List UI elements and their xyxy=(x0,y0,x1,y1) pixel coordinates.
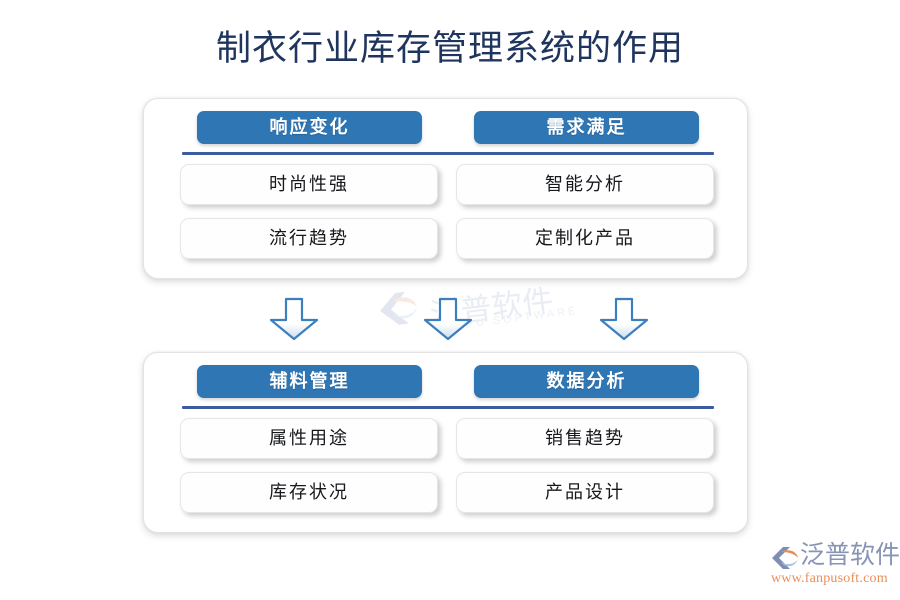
panel-bottom-content: 辅料管理 数据分析 属性用途 库存状况 销售趋势 产品设计 xyxy=(144,353,749,534)
panel-top: 响应变化 需求满足 时尚性强 流行趋势 智能分析 定制化产品 xyxy=(143,98,748,279)
watermark-logo-icon xyxy=(380,291,417,325)
header-chip-shujufenxi[interactable]: 数据分析 xyxy=(474,365,699,398)
item-shuxingyongtu[interactable]: 属性用途 xyxy=(180,418,438,459)
item-zhinengfenxi[interactable]: 智能分析 xyxy=(456,164,714,205)
item-dingzhihuachanpin[interactable]: 定制化产品 xyxy=(456,218,714,259)
page-title: 制衣行业库存管理系统的作用 xyxy=(215,29,684,68)
arrow-down-icon-right xyxy=(599,297,649,341)
item-chanpinsheji[interactable]: 产品设计 xyxy=(456,472,714,513)
header-chip-xiangyingbianhua[interactable]: 响应变化 xyxy=(197,111,422,144)
brand-logo[interactable]: 泛普软件 www.fanpusoft.com xyxy=(770,542,900,589)
panel-top-divider xyxy=(182,152,714,155)
header-chip-fuliaoguanli[interactable]: 辅料管理 xyxy=(197,365,422,398)
brand-url: www.fanpusoft.com xyxy=(771,571,888,586)
item-liuxingqushi[interactable]: 流行趋势 xyxy=(180,218,438,259)
item-shishangxingqiang[interactable]: 时尚性强 xyxy=(180,164,438,205)
brand-logo-icon xyxy=(772,547,798,569)
panel-bottom-divider xyxy=(182,406,714,409)
item-xiaoshouqushi[interactable]: 销售趋势 xyxy=(456,418,714,459)
panel-bottom: 辅料管理 数据分析 属性用途 库存状况 销售趋势 产品设计 xyxy=(143,352,748,533)
arrow-down-icon-left xyxy=(269,297,319,341)
brand-name: 泛普软件 xyxy=(800,542,900,569)
header-chip-xuqiumanzu[interactable]: 需求满足 xyxy=(474,111,699,144)
arrow-down-icon-center xyxy=(423,297,473,341)
item-kucunzhuangkuang[interactable]: 库存状况 xyxy=(180,472,438,513)
panel-top-content: 响应变化 需求满足 时尚性强 流行趋势 智能分析 定制化产品 xyxy=(144,99,749,280)
